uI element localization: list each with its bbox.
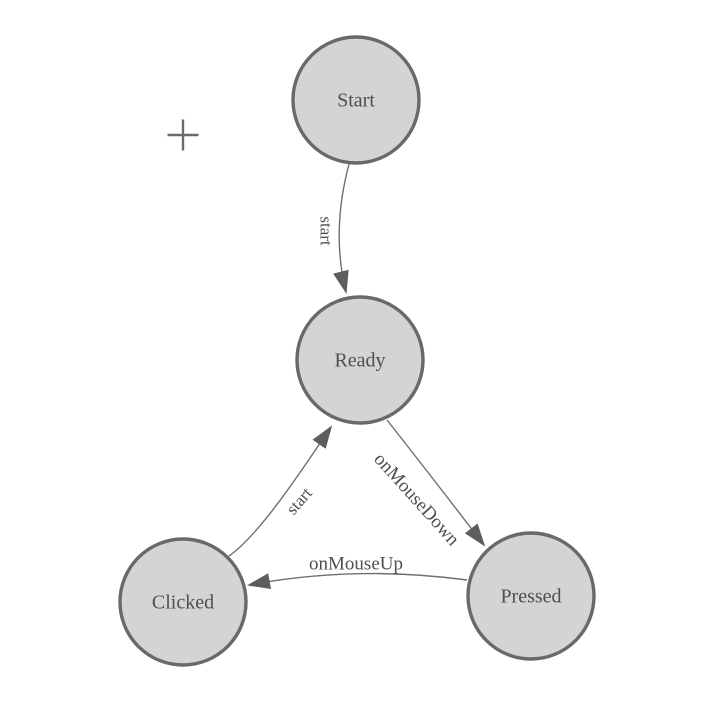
state-node-ready[interactable]	[295, 295, 425, 425]
transition-edge-clicked-to-ready[interactable]	[228, 425, 333, 557]
transition-edge-start-to-ready[interactable]	[333, 163, 350, 294]
plus-crosshair-icon	[167, 119, 199, 151]
state-node-start[interactable]	[291, 35, 421, 165]
transition-edge-ready-to-pressed[interactable]	[386, 419, 486, 547]
state-node-label-clicked: Clicked	[152, 592, 214, 614]
overlay-layer	[167, 119, 199, 151]
transition-label-clicked-to-ready: start	[282, 484, 316, 519]
transition-label-pressed-to-clicked: onMouseUp	[309, 553, 403, 574]
state-node-label-pressed: Pressed	[500, 586, 561, 608]
state-node-label-ready: Ready	[334, 350, 385, 372]
state-node-clicked[interactable]	[118, 537, 248, 667]
state-node-pressed[interactable]	[466, 531, 596, 661]
state-node-label-start: Start	[337, 90, 375, 112]
transition-label-start-to-ready: start	[316, 216, 335, 246]
transition-edge-pressed-to-clicked[interactable]	[247, 572, 468, 590]
